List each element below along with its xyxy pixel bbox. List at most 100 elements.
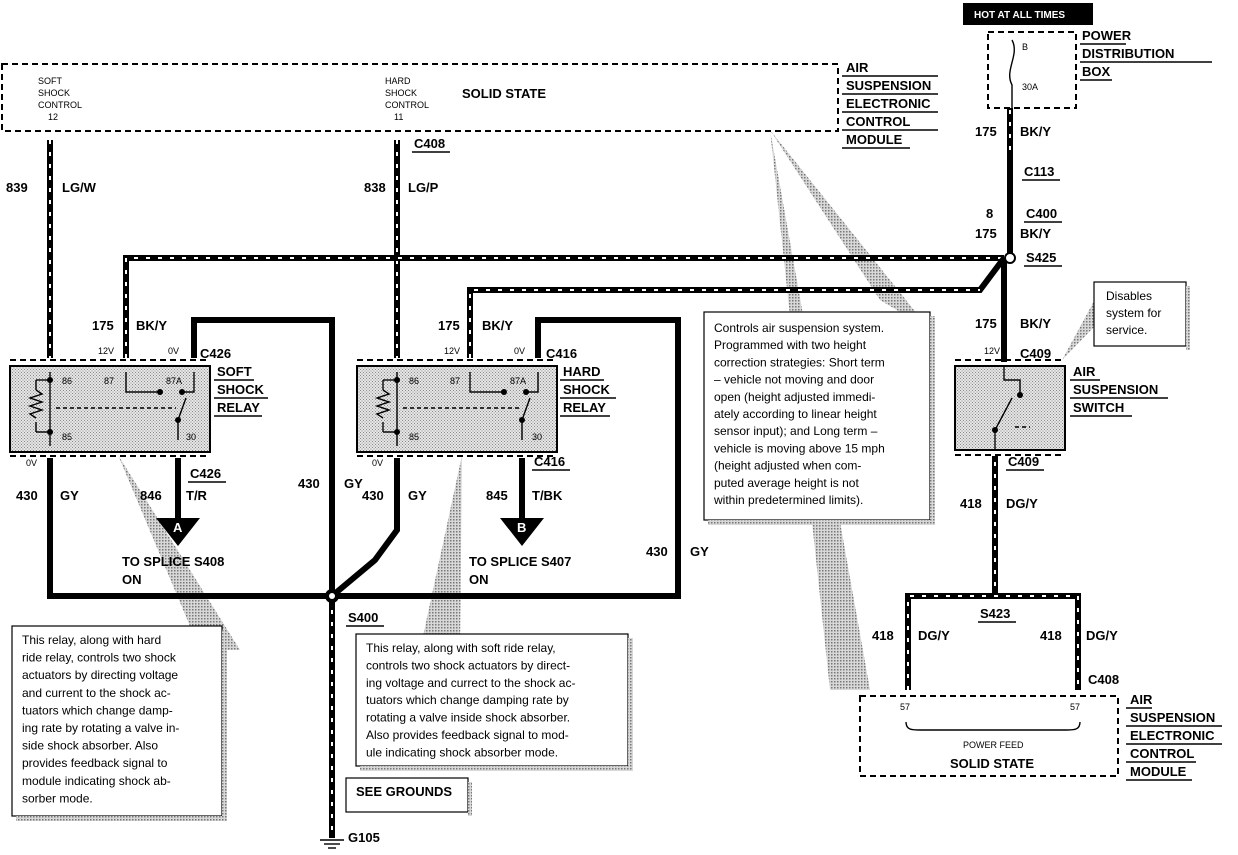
svg-text:SHOCK: SHOCK — [217, 382, 265, 397]
connector-c408-top: C408 — [414, 136, 445, 151]
note-line: (height adjusted when com- — [714, 459, 861, 473]
svg-text:12: 12 — [48, 112, 58, 122]
svg-text:RELAY: RELAY — [563, 400, 606, 415]
svg-text:B: B — [517, 520, 526, 535]
switch-callout — [1093, 281, 1187, 347]
svg-text:430: 430 — [646, 544, 668, 559]
hard-callout-shadow — [420, 455, 462, 650]
svg-text:DG/Y: DG/Y — [918, 628, 950, 643]
svg-text:SUSPENSION: SUSPENSION — [1130, 710, 1215, 725]
connector-c408-bot: C408 — [1088, 672, 1119, 687]
svg-text:BK/Y: BK/Y — [136, 318, 167, 333]
note-line: side shock absorber. Also — [22, 739, 158, 753]
svg-text:Disables: Disables — [1106, 289, 1152, 303]
svg-text:CONTROL: CONTROL — [846, 114, 910, 129]
note-line: puted average height is not — [714, 476, 859, 490]
svg-text:ELECTRONIC: ELECTRONIC — [1130, 728, 1215, 743]
svg-text:418: 418 — [872, 628, 894, 643]
note-line: module indicating shock ab- — [22, 774, 171, 788]
svg-text:175: 175 — [92, 318, 114, 333]
svg-text:SHOCK: SHOCK — [563, 382, 611, 397]
hot-at-all-times-badge — [963, 3, 1093, 25]
svg-text:87A: 87A — [166, 376, 182, 386]
svg-text:SUSPENSION: SUSPENSION — [846, 78, 931, 93]
note-line: actuators by directing voltage — [22, 668, 178, 682]
svg-text:SOFT: SOFT — [217, 364, 252, 379]
wire-838-num: 838 — [364, 180, 386, 195]
ground-icon — [320, 839, 344, 849]
svg-text:BK/Y: BK/Y — [1020, 124, 1051, 139]
see-grounds-link[interactable] — [345, 777, 469, 813]
wire-430-hard — [330, 458, 400, 599]
svg-text:service.: service. — [1106, 323, 1147, 337]
note-line: rotating a valve inside shock absorber. — [366, 711, 570, 725]
svg-text:418: 418 — [960, 496, 982, 511]
note-line: provides feedback signal to — [22, 756, 168, 770]
svg-text:ON: ON — [122, 572, 142, 587]
soft-relay-title: SOFT SHOCK RELAY — [217, 364, 265, 415]
svg-text:0V: 0V — [372, 458, 383, 468]
note-line: ride relay, controls two shock — [22, 651, 177, 665]
connector-c400: C400 — [1026, 206, 1057, 221]
svg-text:HARD: HARD — [385, 76, 411, 86]
note-line: tuators which change damp- — [22, 703, 173, 717]
note-line: Also provides feedback signal to mod- — [366, 728, 569, 742]
air-suspension-switch-box — [954, 365, 1066, 451]
wire-839-num: 839 — [6, 180, 28, 195]
splice-a-arrow-icon[interactable] — [156, 518, 200, 546]
svg-text:GY: GY — [344, 476, 363, 491]
note-line: ing voltage and currect to the shock ac- — [366, 676, 575, 690]
svg-text:175: 175 — [975, 124, 997, 139]
svg-text:GY: GY — [408, 488, 427, 503]
svg-text:418: 418 — [1040, 628, 1062, 643]
svg-text:BOX: BOX — [1082, 64, 1111, 79]
svg-text:86: 86 — [62, 376, 72, 386]
splice-b-arrow-icon[interactable] — [500, 518, 544, 546]
svg-text:175: 175 — [975, 316, 997, 331]
module-top-hard-pin: HARD SHOCK CONTROL 11 — [385, 76, 429, 122]
svg-text:CONTROL: CONTROL — [1130, 746, 1194, 761]
svg-text:T/BK: T/BK — [532, 488, 563, 503]
soft-relay-note — [11, 625, 223, 817]
connector-c409-bot: C409 — [1008, 454, 1039, 469]
module-callout-shadow — [770, 130, 930, 330]
svg-text:MODULE: MODULE — [846, 132, 903, 147]
svg-text:GY: GY — [690, 544, 709, 559]
note-line: and current to the shock ac- — [22, 686, 171, 700]
note-line: sensor input); and Long term – — [714, 424, 878, 438]
svg-text:DG/Y: DG/Y — [1086, 628, 1118, 643]
note-line: open (height adjusted immedi- — [714, 390, 875, 404]
svg-text:BK/Y: BK/Y — [1020, 316, 1051, 331]
note-line: tuators which change damping rate by — [366, 693, 569, 707]
svg-text:11: 11 — [394, 112, 403, 122]
splice-a-label: TO SPLICE S408 — [122, 554, 224, 569]
wire-430-soft — [47, 458, 332, 599]
wire-430-soft-coil — [191, 317, 335, 596]
svg-text:T/R: T/R — [186, 488, 208, 503]
svg-text:12V: 12V — [444, 346, 460, 356]
splice-s425-dot — [1004, 252, 1016, 264]
splice-b-label: TO SPLICE S407 — [469, 554, 571, 569]
connector-c416-top: C416 — [546, 346, 577, 361]
wire-418-split — [905, 593, 1081, 690]
note-line: sorber mode. — [22, 791, 93, 805]
hard-relay-title: HARD SHOCK RELAY — [563, 364, 611, 415]
svg-text:57: 57 — [900, 702, 910, 712]
svg-text:846: 846 — [140, 488, 162, 503]
svg-text:HOT AT ALL TIMES: HOT AT ALL TIMES — [974, 10, 1065, 21]
note-line: within predetermined limits). — [713, 493, 863, 507]
ground-g105: G105 — [348, 830, 380, 845]
module-bottom-box — [859, 695, 1119, 777]
power-feed-bracket — [905, 721, 1081, 731]
fuse-id: B — [1022, 42, 1028, 52]
fuse-rating: 30A — [1022, 82, 1038, 92]
note-line: ately according to linear height — [714, 407, 877, 421]
svg-text:SHOCK: SHOCK — [38, 88, 70, 98]
fuse-icon — [1009, 39, 1015, 108]
wire-175-hard — [467, 256, 1007, 358]
note-line: This relay, along with hard — [22, 633, 161, 647]
svg-text:A: A — [173, 520, 183, 535]
note-line: ing rate by rotating a valve in- — [22, 721, 179, 735]
note-line: This relay, along with soft ride relay, — [366, 641, 556, 655]
